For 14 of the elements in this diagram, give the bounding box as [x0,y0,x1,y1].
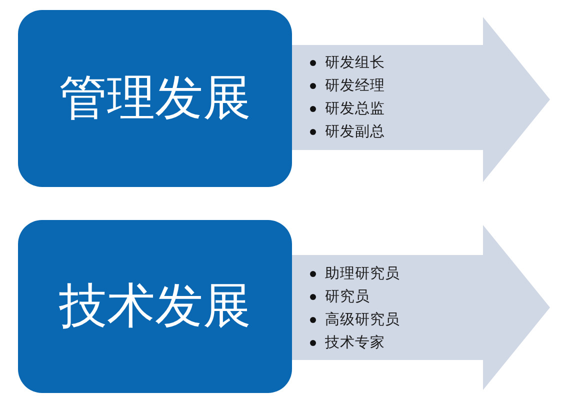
list-item: 研究员 [325,288,370,306]
rounded-box [18,10,292,187]
list-item: 研发经理 [325,76,385,96]
list-item: 技术专家 [325,334,385,352]
box-title: 管理发展 [59,72,251,125]
list-item: 研发副总 [325,122,385,142]
list-item: 助理研究员 [325,264,400,284]
rounded-box [18,220,292,393]
arrow-shape [290,17,550,182]
list-item: 高级研究员 [325,310,400,330]
list-item: 研发组长 [325,54,385,72]
box-title: 技术发展 [59,280,251,333]
arrow-shape [290,225,550,390]
list-item: 研发总监 [325,100,385,118]
